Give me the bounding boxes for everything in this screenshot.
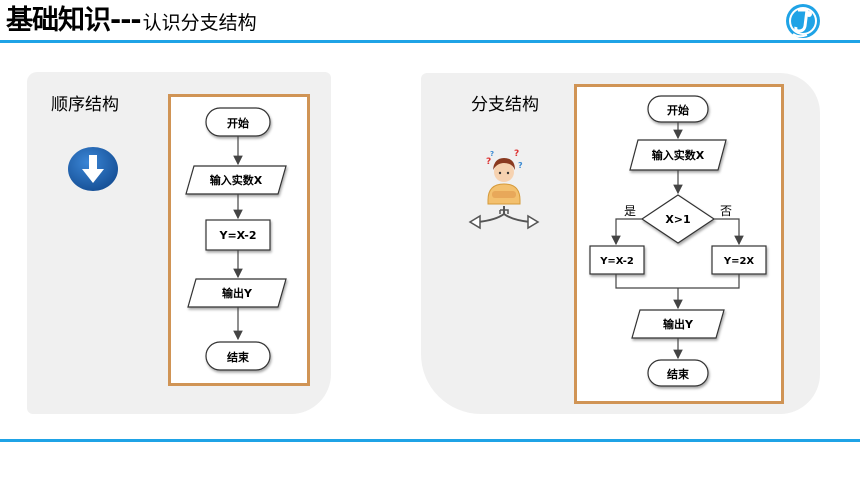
svg-text:?: ? bbox=[486, 157, 491, 167]
no-label: 否 bbox=[720, 204, 732, 218]
branch-structure-title: 分支结构 bbox=[471, 95, 539, 115]
logo-icon bbox=[786, 4, 820, 38]
yes-label: 是 bbox=[624, 204, 636, 218]
process-box bbox=[205, 219, 271, 251]
output-label: 输出Y bbox=[222, 286, 253, 300]
branch-input-parallelogram bbox=[629, 139, 727, 171]
page-title: 基础知识---认识分支结构 bbox=[6, 7, 257, 34]
branch-start-label: 开始 bbox=[667, 103, 689, 117]
confused-person-icon: ? ? ? ? bbox=[468, 149, 540, 230]
output-parallelogram bbox=[187, 278, 287, 308]
sequential-structure-title: 顺序结构 bbox=[51, 95, 119, 115]
sequential-flowchart: 开始 输入实数X Y=X-2 输出Y 结束 bbox=[185, 107, 287, 371]
down-arrow-icon bbox=[68, 147, 118, 191]
branch-input-label: 输入实数X bbox=[652, 148, 705, 162]
svg-text:?: ? bbox=[518, 161, 523, 170]
end-terminal bbox=[205, 341, 271, 371]
branch-end-terminal bbox=[647, 359, 709, 387]
header-divider bbox=[0, 40, 860, 43]
end-label: 结束 bbox=[226, 350, 250, 364]
branch-end-label: 结束 bbox=[666, 367, 690, 381]
svg-text:?: ? bbox=[490, 150, 494, 158]
yes-process-box bbox=[589, 245, 645, 275]
page-title-sub: 认识分支结构 bbox=[142, 12, 257, 34]
branch-output-label: 输出Y bbox=[663, 317, 694, 331]
page-title-main: 基础知识--- bbox=[6, 5, 142, 36]
condition-diamond bbox=[640, 194, 716, 244]
footer-divider bbox=[0, 439, 860, 442]
condition-label: X>1 bbox=[665, 213, 690, 226]
branch-output-parallelogram bbox=[631, 309, 725, 339]
process-label: Y=X-2 bbox=[219, 229, 257, 242]
input-label: 输入实数X bbox=[210, 173, 263, 187]
input-parallelogram bbox=[185, 165, 287, 195]
no-process-box bbox=[711, 245, 767, 275]
start-label: 开始 bbox=[227, 116, 249, 130]
no-process-label: Y=2X bbox=[723, 256, 755, 267]
yes-process-label: Y=X-2 bbox=[599, 256, 634, 267]
branch-flowchart: 开始 输入实数X X>1 是 否 Y=X-2 Y=2X 输出Y 结束 bbox=[589, 95, 767, 387]
svg-text:?: ? bbox=[514, 149, 519, 159]
